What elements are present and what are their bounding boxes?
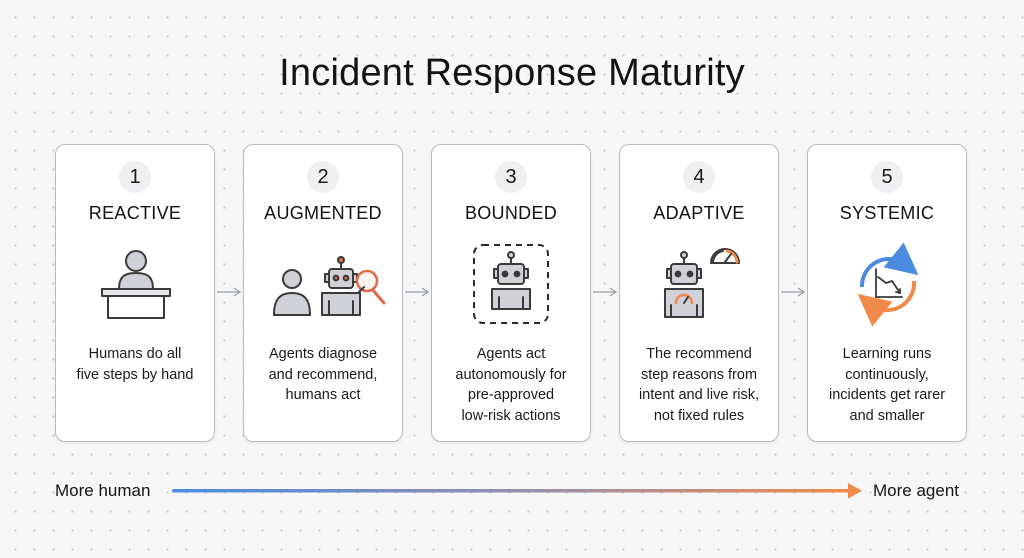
stage-description: The recommend step reasons from intent a…: [638, 346, 760, 424]
robot-in-dashed-box-icon: [473, 244, 549, 324]
connector-arrow: [405, 287, 430, 297]
stage-title: SYSTEMIC: [839, 203, 935, 223]
stage-number: 5: [871, 161, 903, 193]
stage-description: Agents diagnose and recommend, humans ac…: [268, 346, 378, 403]
connector-arrow: [593, 287, 618, 297]
stage-card-systemic: 5 SYSTEMIC Learning runs continuously, i…: [807, 144, 967, 442]
stage-number: 3: [495, 161, 527, 193]
stage-number: 1: [119, 161, 151, 193]
learning-cycle-icon: [857, 242, 919, 327]
stage-title: AUGMENTED: [264, 203, 382, 223]
stage-description: Humans do all five steps by hand: [76, 346, 194, 383]
stage-number: 4: [683, 161, 715, 193]
connector-arrow: [781, 287, 806, 297]
human-to-agent-gradient-arrow: [172, 483, 862, 499]
page-title: Incident Response Maturity: [279, 52, 745, 94]
stage-number: 2: [307, 161, 339, 193]
robot-with-gauge-icon: [664, 248, 740, 318]
connector-arrow: [217, 287, 242, 297]
stage-title: BOUNDED: [464, 203, 558, 223]
stage-description: Learning runs continuously, incidents ge…: [828, 346, 946, 424]
stage-title: REACTIVE: [88, 203, 182, 223]
stage-card-adaptive: 4 ADAPTIVE The recommend step reasons: [619, 144, 779, 442]
stage-card-reactive: 1 REACTIVE Humans do all five steps by h…: [55, 144, 215, 442]
stage-title: ADAPTIVE: [653, 203, 745, 223]
human-and-robot-magnifier-icon: [273, 256, 386, 316]
axis-left-label: More human: [55, 481, 151, 500]
stage-description: Agents act autonomously for pre-approved…: [455, 346, 567, 424]
stage-card-bounded: 3 BOUNDED Agents act autonomously for pr…: [431, 144, 591, 442]
axis-right-label: More agent: [873, 481, 959, 500]
stage-card-augmented: 2 AUGMENTED Agents diagnose and recommen…: [243, 144, 403, 442]
human-at-desk-icon: [101, 250, 171, 319]
